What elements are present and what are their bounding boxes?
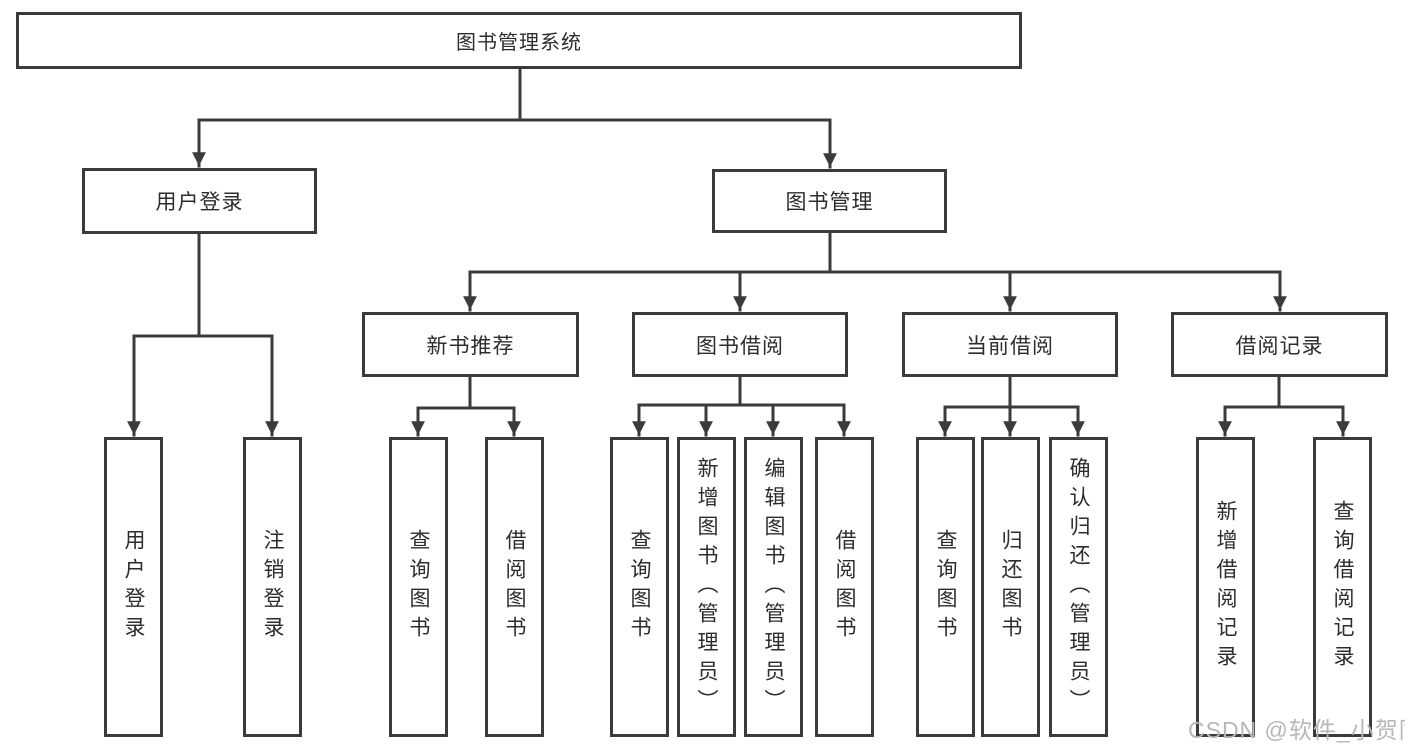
node-current-borrow: 当前借阅	[902, 312, 1118, 377]
leaf-edit-book-admin: 编辑图书（管理员）	[744, 437, 803, 737]
connector-new-book-to-leaves	[411, 375, 521, 437]
leaf-add-borrow-record-label: 新增借阅记录	[1214, 500, 1237, 674]
node-new-book-recommend-label: 新书推荐	[426, 334, 515, 358]
leaf-query-borrow-record: 查询借阅记录	[1313, 437, 1372, 737]
node-book-borrow-label: 图书借阅	[696, 334, 784, 358]
connector-root-to-branches	[192, 66, 837, 169]
node-book-borrow: 图书借阅	[632, 312, 848, 377]
leaf-borrow-book-label: 借阅图书	[833, 529, 856, 645]
leaf-user-login: 用户登录	[104, 437, 163, 737]
node-user-login: 用户登录	[82, 168, 317, 234]
connector-current-borrow-to-leaves	[938, 375, 1085, 437]
connector-borrow-records-to-leaves	[1218, 375, 1350, 437]
leaf-return-book-label: 归还图书	[999, 529, 1022, 645]
leaf-add-borrow-record: 新增借阅记录	[1196, 437, 1255, 737]
leaf-logout-label: 注销登录	[261, 529, 284, 645]
node-book-management-label: 图书管理	[785, 191, 874, 214]
leaf-query-book-recommend: 查询图书	[389, 437, 448, 737]
leaf-query-book-recommend-label: 查询图书	[407, 529, 430, 645]
node-root-label: 图书管理系统	[456, 32, 582, 54]
leaf-borrow-book-recommend-label: 借阅图书	[503, 529, 526, 645]
leaf-borrow-book-recommend: 借阅图书	[485, 437, 544, 737]
leaf-edit-book-admin-label: 编辑图书（管理员）	[762, 456, 785, 718]
connector-book-mgmt-to-groups	[463, 231, 1287, 312]
node-book-management: 图书管理	[712, 169, 947, 233]
csdn-watermark: CSDN @软件_小贺同学	[1188, 717, 1405, 743]
node-root-system: 图书管理系统	[16, 12, 1022, 69]
node-new-book-recommend: 新书推荐	[362, 312, 579, 377]
leaf-confirm-return-admin: 确认归还（管理员）	[1049, 437, 1108, 737]
connector-book-borrow-to-leaves	[632, 375, 851, 437]
leaf-logout: 注销登录	[243, 437, 302, 737]
leaf-confirm-return-admin-label: 确认归还（管理员）	[1067, 456, 1090, 718]
leaf-add-book-admin: 新增图书（管理员）	[677, 437, 736, 737]
node-borrow-records-label: 借阅记录	[1235, 334, 1324, 358]
leaf-query-book-borrow-label: 查询图书	[628, 529, 651, 645]
leaf-add-book-admin-label: 新增图书（管理员）	[695, 456, 718, 718]
leaf-borrow-book: 借阅图书	[815, 437, 874, 737]
connector-user-login-to-leaves	[127, 232, 279, 437]
leaf-return-book: 归还图书	[981, 437, 1040, 737]
node-user-login-label: 用户登录	[155, 191, 244, 214]
leaf-query-borrow-record-label: 查询借阅记录	[1331, 500, 1354, 674]
node-borrow-records: 借阅记录	[1171, 312, 1388, 377]
node-current-borrow-label: 当前借阅	[966, 334, 1054, 358]
leaf-user-login-label: 用户登录	[122, 529, 145, 645]
leaf-query-book-current: 查询图书	[916, 437, 975, 737]
leaf-query-book-current-label: 查询图书	[934, 529, 957, 645]
leaf-query-book-borrow: 查询图书	[610, 437, 669, 737]
